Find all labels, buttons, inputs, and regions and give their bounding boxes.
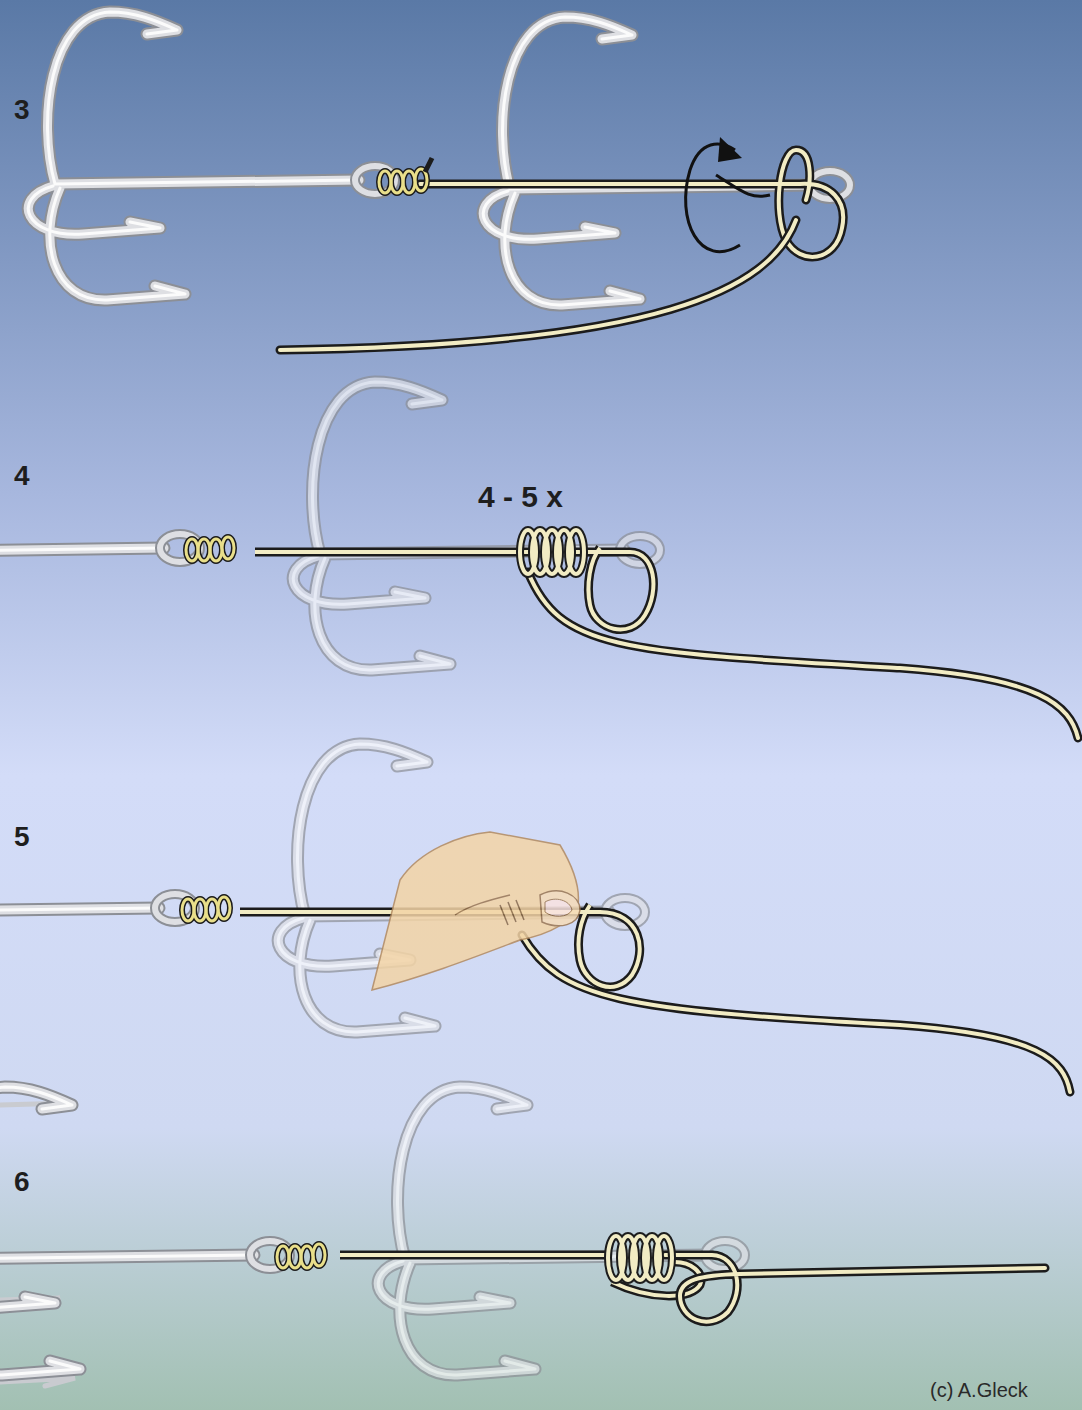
wrap-count: 4 - 5 x xyxy=(478,482,563,512)
step-number: 3 xyxy=(14,96,30,124)
step-number: 4 xyxy=(14,462,30,490)
step-number: 6 xyxy=(14,1168,30,1196)
copyright-note: (c) A.Gleck xyxy=(930,1380,1028,1400)
step-number: 5 xyxy=(14,823,30,851)
